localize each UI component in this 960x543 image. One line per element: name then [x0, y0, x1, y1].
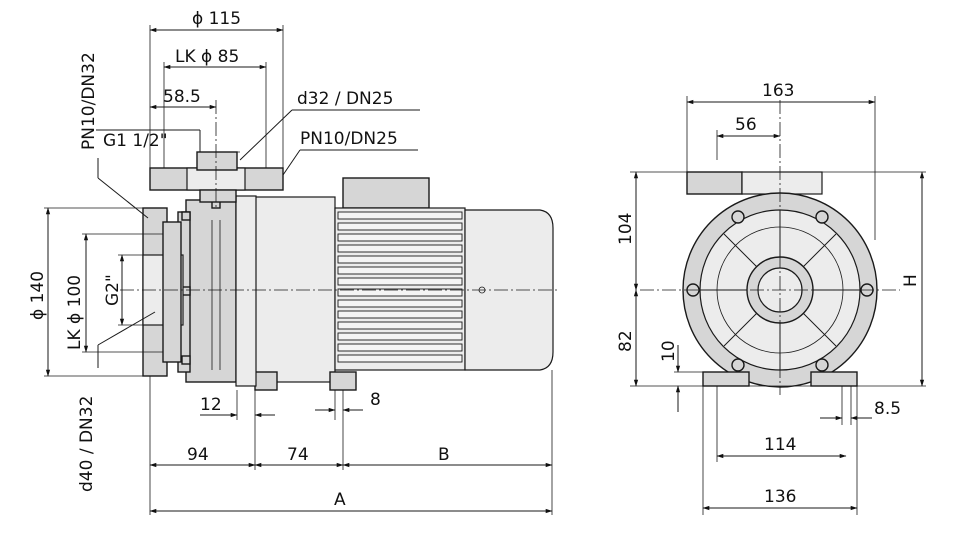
dim-flange-bolt-circle: LK ϕ 85 — [175, 47, 239, 67]
dim-foot-height: 10 — [659, 340, 679, 362]
dim-outlet-pipe: d32 / DN25 — [297, 89, 393, 109]
side-view: 163 56 104 82 10 H 8.5 114 136 — [616, 81, 926, 515]
dim-height-upper: 104 — [616, 213, 636, 245]
front-view: ϕ 115 LK ϕ 85 58.5 G1 1/2" d32 / DN25 PN… — [28, 9, 560, 515]
dim-width-total: 163 — [762, 81, 794, 101]
dim-inlet-thread: G2" — [103, 274, 123, 306]
dim-height-total: H — [901, 274, 921, 287]
dim-height-lower: 82 — [616, 330, 636, 352]
motor — [231, 177, 554, 391]
dim-len-94: 94 — [187, 445, 209, 465]
dim-inlet-rating: PN10/DN32 — [79, 52, 99, 150]
dim-foot-spacing: 114 — [764, 435, 796, 455]
dim-outlet-rating: PN10/DN25 — [300, 129, 398, 149]
dim-inlet-flange-outer: ϕ 140 — [28, 271, 48, 320]
dim-outlet-offset: 56 — [735, 115, 757, 135]
dim-len-74: 74 — [287, 445, 309, 465]
pump-head — [177, 195, 257, 387]
dim-base-width: 136 — [764, 487, 796, 507]
dim-foot-width: 8 — [370, 390, 381, 410]
dim-inlet-pipe: d40 / DN32 — [77, 396, 97, 492]
dim-outlet-thread: G1 1/2" — [103, 131, 168, 151]
inlet-flange — [142, 207, 184, 377]
outlet-flange — [149, 151, 284, 203]
dim-len-b: B — [438, 445, 450, 465]
dim-flange-outer: ϕ 115 — [192, 9, 241, 29]
dim-len-a: A — [334, 490, 346, 510]
dim-inlet-bolt-circle: LK ϕ 100 — [65, 275, 85, 350]
dim-slot-width: 8.5 — [874, 399, 901, 419]
motor-fins — [334, 207, 466, 371]
dim-offset: 58.5 — [163, 87, 201, 107]
dim-foot-offset: 12 — [200, 395, 222, 415]
